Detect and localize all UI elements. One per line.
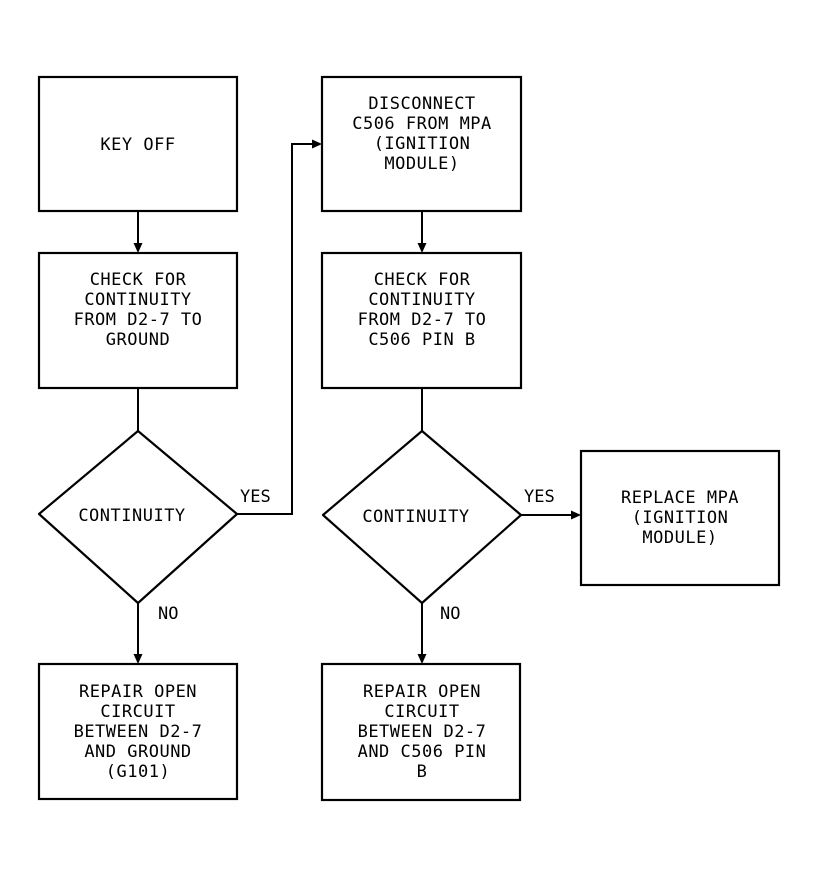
node-label-line: C506 FROM MPA: [352, 114, 492, 134]
node-label-line: CHECK FOR: [90, 270, 187, 290]
node-label-line: AND GROUND: [84, 742, 191, 762]
arrow-continuity-1-no: [133, 603, 143, 664]
node-label-line: (IGNITION: [632, 508, 729, 528]
node-label-line: CONTINUITY: [78, 506, 185, 526]
node-label-line: CHECK FOR: [374, 270, 471, 290]
no-label-1: NO: [158, 604, 178, 624]
node-label-line: CIRCUIT: [384, 702, 459, 722]
repair-c506-box: [320, 662, 522, 802]
node-label-line: REPLACE MPA: [621, 488, 739, 508]
disconnect-box: [320, 75, 523, 213]
node-label-line: GROUND: [106, 330, 170, 350]
check-c506-box: [320, 251, 523, 390]
continuity-2-text: CONTINUITY: [362, 507, 469, 527]
node-label-line: AND C506 PIN: [358, 742, 487, 762]
node-label-line: CONTINUITY: [84, 290, 191, 310]
node-label-line: (G101): [106, 762, 170, 782]
node-label-line: MODULE): [642, 528, 717, 548]
arrow-disconnect-to-check: [417, 211, 427, 253]
arrow-continuity-2-no: [417, 603, 427, 664]
repair-ground-box: [37, 662, 239, 801]
node-label-line: CONTINUITY: [362, 507, 469, 527]
arrow-continuity-2-yes: [521, 510, 581, 520]
key-off-box: [37, 75, 239, 213]
arrow-key-off-to-check: [133, 211, 143, 253]
yes-label-1: YES: [240, 487, 271, 507]
node-label-line: MODULE): [384, 154, 459, 174]
replace-mpa-box: [579, 449, 781, 587]
continuity-1-text: CONTINUITY: [78, 506, 185, 526]
node-label-line: FROM D2-7 TO: [358, 310, 487, 330]
node-label-line: (IGNITION: [374, 134, 471, 154]
key-off-text: KEY OFF: [100, 135, 175, 155]
node-label-line: BETWEEN D2-7: [358, 722, 487, 742]
node-label-line: CIRCUIT: [100, 702, 175, 722]
node-label-line: FROM D2-7 TO: [74, 310, 203, 330]
yes-label-2: YES: [524, 487, 555, 507]
node-label-line: KEY OFF: [100, 135, 175, 155]
check-ground-box: [37, 251, 239, 390]
node-label-line: REPAIR OPEN: [79, 682, 197, 702]
node-label-line: CONTINUITY: [368, 290, 475, 310]
node-label-line: DISCONNECT: [368, 94, 475, 114]
arrow-continuity-1-yes: [237, 139, 322, 515]
node-label-line: C506 PIN B: [368, 330, 475, 350]
no-label-2: NO: [440, 604, 460, 624]
node-label-line: BETWEEN D2-7: [74, 722, 203, 742]
node-label-line: B: [417, 762, 428, 782]
node-label-line: REPAIR OPEN: [363, 682, 481, 702]
